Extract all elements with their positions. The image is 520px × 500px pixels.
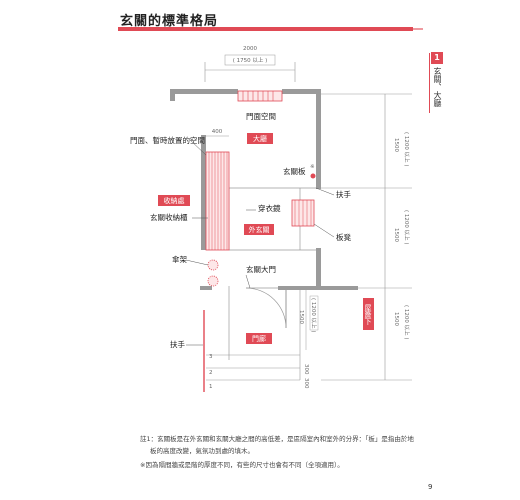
title-underline (118, 27, 413, 31)
label-bench: 板凳 (336, 232, 351, 242)
chapter-number: 1 (431, 52, 443, 64)
right-dimension-lines (321, 93, 412, 381)
label-storage-cabinet: 玄關收納櫃 (150, 212, 188, 222)
svg-text:大廳: 大廳 (253, 134, 267, 143)
dim-hall-depth-min: ( 1200 以上 ) (403, 132, 411, 167)
dim-step-depth: 1500 (393, 228, 399, 242)
stair-2: 2 (209, 370, 213, 376)
tag-porch: 門廊 (246, 333, 272, 344)
note-1: 註1：玄關板是在外玄關和玄關大廳之間的高低差，是區隔室內和室外的分界：「板」是指… (140, 435, 414, 443)
label-front-door: 玄關大門 (246, 264, 276, 274)
bench-hatch (291, 199, 315, 227)
title-underline-end (413, 28, 423, 30)
label-wardrobe: 穿衣鏡 (258, 203, 281, 213)
dim-stair-300-a: 300 (303, 364, 309, 375)
dim-hall-depth: 1500 (393, 138, 399, 152)
dim-step-depth-min: ( 1200 以上 ) (403, 210, 411, 245)
entry-board-marker (310, 173, 316, 179)
dim-entry-depth-2-min: ( 1200 以上 ) (403, 305, 411, 340)
chapter-side-tab (429, 53, 444, 113)
label-handrail-upper: 扶手 (336, 189, 351, 199)
umbrella-stand-1 (207, 259, 219, 271)
dim-entry-depth-2: 1500 (393, 312, 399, 326)
porch-area (206, 290, 301, 381)
label-door-temp-space: 門面、暫時放置的空間 (130, 135, 205, 145)
storage-cabinet-hatch (205, 151, 230, 251)
dim-min-width: ( 1750 以上 ) (233, 56, 268, 64)
label-entry-board: 玄關板 (283, 166, 306, 176)
door-space-stripes (237, 90, 283, 102)
page-title: 玄關的標準格局 (120, 14, 219, 29)
note-1-continued: 板的高度改變，氣氛功到處的填木。 (150, 447, 254, 455)
dim-entry-depth-1: 1500 (298, 310, 304, 324)
stair-1: 1 (209, 384, 213, 390)
tag-outer-entry: 外玄關 (244, 224, 274, 235)
label-entry-board-mark: ※ (310, 164, 315, 170)
svg-text:外玄關: 外玄關 (249, 225, 270, 234)
dim-total-width: 2000 (243, 46, 257, 52)
walls (170, 89, 358, 290)
svg-text:門廊: 門廊 (252, 334, 266, 343)
label-handrail-lower: 扶手 (170, 339, 185, 349)
width-dimension: 2000 ( 1750 以上 ) (204, 46, 296, 82)
page-number: 9 (428, 483, 433, 491)
label-umbrella-stand: 傘架 (172, 254, 187, 264)
tag-storage: 收納處 (158, 195, 190, 206)
stair-3: 3 (209, 354, 213, 360)
dim-shelf-depth: 400 (212, 129, 223, 135)
svg-text:收納處: 收納處 (164, 196, 185, 205)
svg-text:屋簷下: 屋簷下 (364, 304, 372, 326)
tag-inner-area: 屋簷下 (363, 298, 374, 330)
chapter-name: 玄關、大廳 (433, 67, 442, 107)
note-2: ※因為隔間牆或是階的厚度不同，有些的尺寸也會有不同（全項適用）。 (140, 461, 344, 469)
dim-stair-300-b: 300 (303, 378, 309, 389)
label-door-space: 門面空間 (246, 111, 276, 121)
umbrella-stand-2 (207, 275, 219, 287)
tag-hall: 大廳 (247, 133, 273, 144)
front-door-swing (245, 287, 287, 329)
dim-entry-depth-1-min: ( 1200 以上 ) (310, 298, 318, 333)
